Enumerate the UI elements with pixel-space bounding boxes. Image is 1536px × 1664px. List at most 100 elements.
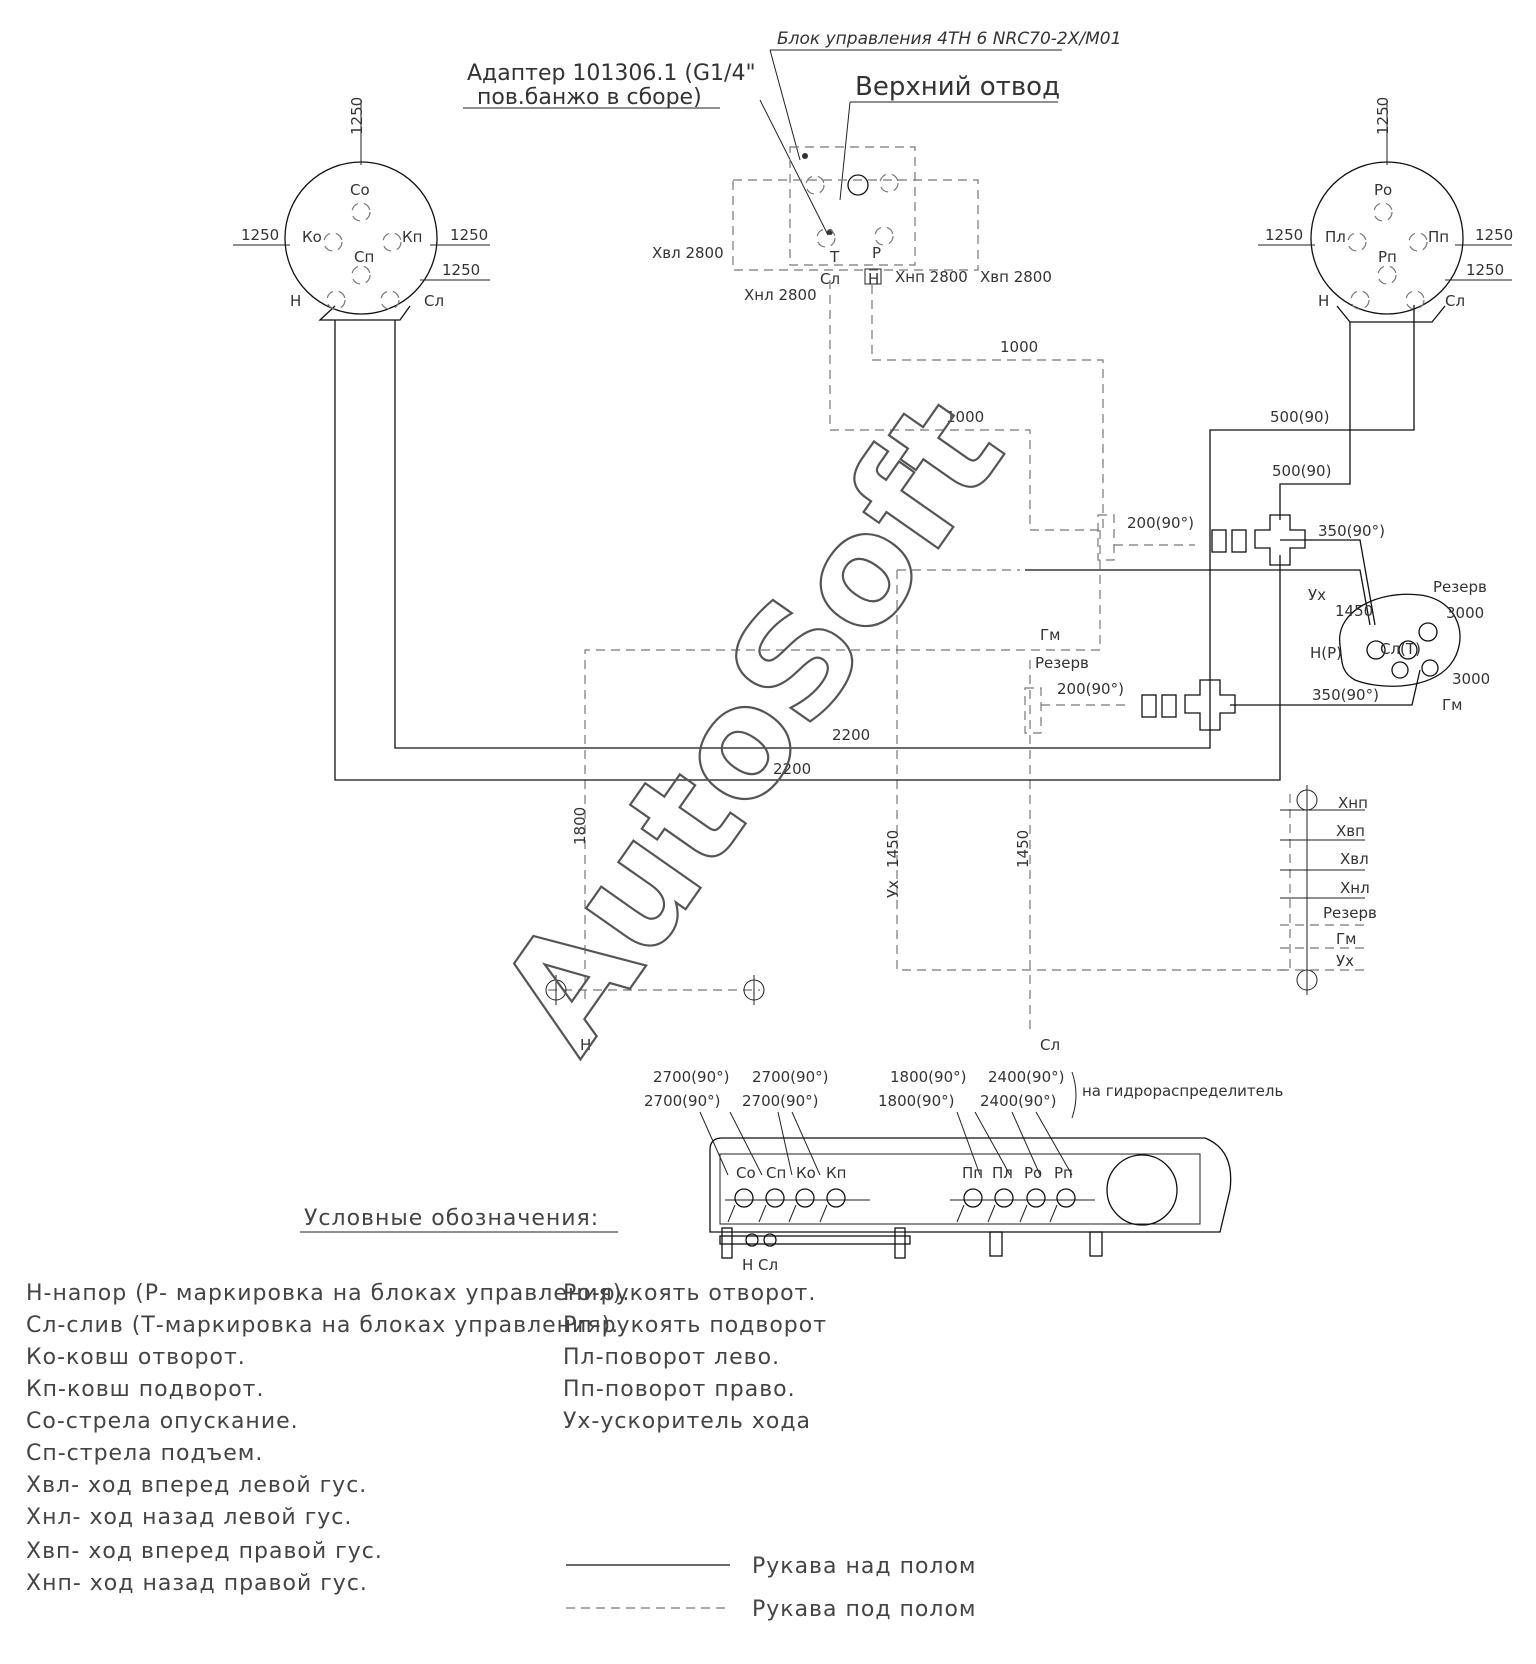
left-port-n: Н <box>290 292 301 310</box>
legend-dashed-label: Рукава под полом <box>752 1597 977 1622</box>
dim-3000b: 3000 <box>1452 670 1490 688</box>
left-dim-right: 1250 <box>450 226 488 244</box>
legend-right: Ро-рукоять отворот. Рп-рукоять подворот … <box>563 1281 827 1434</box>
dist-port: Рп <box>1054 1164 1073 1182</box>
dim-500a: 500(90) <box>1270 408 1329 426</box>
dashed-hoses <box>545 280 1318 1030</box>
dist-mid-label: 2700(90°) <box>644 1092 720 1110</box>
dim-200b: 200(90°) <box>1057 680 1124 698</box>
top-outlet-label: Верхний отвод <box>855 72 1060 102</box>
travel-sl-t: Сл(Т) <box>1380 640 1421 658</box>
dim-350b: 350(90°) <box>1312 686 1379 704</box>
right-dim-right: 1250 <box>1475 226 1513 244</box>
hose-tag: Хвп <box>1336 822 1365 840</box>
dim-2200b: 2200 <box>773 760 811 778</box>
travel-n-p: Н(Р) <box>1310 644 1342 662</box>
right-port-n: Н <box>1318 292 1329 310</box>
dist-bottom: Н Сл <box>742 1256 778 1274</box>
left-port-sl: Сл <box>424 292 444 310</box>
legend-item: Рп-рукоять подворот <box>563 1313 827 1338</box>
dist-port: Пп <box>962 1164 983 1182</box>
distributor: 2700(90°) 2700(90°) 1800(90°) 2400(90°) … <box>644 1068 1283 1274</box>
dist-port: Ко <box>796 1164 816 1182</box>
label-n-bottom: Н <box>580 1036 591 1054</box>
dist-port: Кп <box>826 1164 846 1182</box>
right-control-block: Ро Пл Пп Рп Н Сл 1250 1250 1250 1250 <box>1258 97 1513 323</box>
legend-item: Сп-стрела подъем. <box>26 1441 263 1466</box>
dim-3000a: 3000 <box>1446 604 1484 622</box>
adapter-label-line2: пов.банжо в сборе) <box>477 85 702 110</box>
dist-mid-label: 1800(90°) <box>878 1092 954 1110</box>
label-sl-bottom: Сл <box>1040 1036 1060 1054</box>
center-xnl: Хнл 2800 <box>744 286 817 304</box>
left-dim-right2: 1250 <box>442 261 480 279</box>
right-dim-top: 1250 <box>1374 97 1392 135</box>
hose-tag: Хвл <box>1340 850 1369 868</box>
dist-top-label: 2400(90°) <box>988 1068 1064 1086</box>
dist-port: Ро <box>1024 1164 1042 1182</box>
dim-500b: 500(90) <box>1272 462 1331 480</box>
dist-port: Сп <box>766 1164 786 1182</box>
hose-tag: Резерв <box>1323 904 1377 922</box>
right-port-pp: Пп <box>1428 228 1449 246</box>
dim-1800: 1800 <box>571 807 589 845</box>
dist-port: Со <box>736 1164 756 1182</box>
legend-item: Со-стрела опускание. <box>26 1409 299 1434</box>
right-dim-right2: 1250 <box>1466 261 1504 279</box>
dim-1000b: 1000 <box>946 408 984 426</box>
center-xvp: Хвп 2800 <box>980 268 1052 286</box>
travel-block: Ух Резерв Сл(Т) Н(Р) Гм <box>1308 578 1487 714</box>
left-port-sp: Сп <box>354 248 374 266</box>
legend-title: Условные обозначения: <box>304 1206 599 1231</box>
right-port-ro: Ро <box>1374 181 1392 199</box>
control-block-label: Блок управления 4ТН 6 NRC70-2X/M01 <box>777 29 1121 49</box>
dim-1450a: 1450 <box>884 830 902 868</box>
legend-item: Пл-поворот лево. <box>563 1345 780 1370</box>
center-port-t: Т <box>829 248 840 266</box>
right-port-rp: Рп <box>1378 248 1397 266</box>
hose-tag: Хнп <box>1338 794 1368 812</box>
dist-port: Пл <box>992 1164 1013 1182</box>
legend-item: Н-напор (Р- маркировка на блоках управле… <box>26 1281 630 1306</box>
travel-gm: Гм <box>1442 696 1462 714</box>
dim-200a: 200(90°) <box>1127 514 1194 532</box>
legend-item: Хнл- ход назад левой гус. <box>26 1505 352 1530</box>
left-port-ko: Ко <box>302 228 322 246</box>
dist-mid-label: 2700(90°) <box>742 1092 818 1110</box>
solid-hoses <box>334 305 1421 781</box>
dim-1000a: 1000 <box>1000 338 1038 356</box>
travel-ux: Ух <box>1308 586 1326 604</box>
dist-top-label: 1800(90°) <box>890 1068 966 1086</box>
dim-1450b: 1450 <box>1014 830 1032 868</box>
center-port-p: Р <box>872 244 881 262</box>
legend-item: Сл-слив (Т-маркировка на блоках управлен… <box>26 1313 619 1338</box>
dist-top-label: 2700(90°) <box>653 1068 729 1086</box>
center-port-n: Н <box>868 270 879 288</box>
center-port-sl: Сл <box>820 270 840 288</box>
hose-tag: Гм <box>1336 930 1356 948</box>
label-gm: Гм <box>1040 626 1060 644</box>
label-rezerv: Резерв <box>1035 654 1089 672</box>
legend-item: Ко-ковш отворот. <box>26 1345 246 1370</box>
legend-item: Хвл- ход вперед левой гус. <box>26 1473 367 1498</box>
adapter-label-line1: Адаптер 101306.1 (G1/4" <box>467 61 756 86</box>
left-dim-top: 1250 <box>348 97 366 135</box>
right-port-sl: Сл <box>1445 292 1465 310</box>
left-port-co: Со <box>350 181 370 199</box>
left-port-kp: Кп <box>402 228 422 246</box>
center-xvl: Хвл 2800 <box>652 244 724 262</box>
hose-tags: Хнп Хвп Хвл Хнл Резерв Гм Ух <box>1280 794 1377 971</box>
hose-tag: Ух <box>1336 952 1354 970</box>
center-xnp: Хнп 2800 <box>895 268 968 286</box>
legend-item: Ро-рукоять отворот. <box>563 1281 816 1306</box>
left-dim-left: 1250 <box>241 226 279 244</box>
legend-item: Пп-поворот право. <box>563 1377 796 1402</box>
hose-tag: Хнл <box>1340 879 1370 897</box>
right-port-pl: Пл <box>1325 228 1346 246</box>
legend-item: Кп-ковш подворот. <box>26 1377 265 1402</box>
label-ux-vert: Ух <box>884 880 902 898</box>
line-type-legend: Рукава над полом Рукава под полом <box>566 1554 977 1622</box>
center-control-block: Т Р Сл Н Хвл 2800 Хнл 2800 Хнп 2800 Хвп … <box>652 146 1052 304</box>
left-control-block: Со Ко Кп Сп Н Сл 1250 1250 1250 1250 <box>233 97 490 321</box>
